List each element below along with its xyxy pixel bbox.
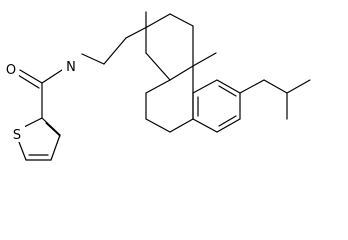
aromatic-ring <box>192 79 241 133</box>
amide-group <box>17 37 127 119</box>
bond-c3-c4 <box>169 13 194 27</box>
bond-carbonyl-oxygen-a <box>19 69 43 84</box>
isopropyl-group <box>239 79 311 120</box>
bond-aromatic-1 <box>192 118 218 133</box>
nitrogen-label-bg <box>62 58 80 74</box>
bond-c2-c3 <box>146 13 171 28</box>
bond-c4a-c8a <box>169 65 194 81</box>
bond-isopropyl-methyl-a <box>286 79 311 94</box>
bond-aromatic-2 <box>216 118 241 133</box>
bond-methylene-c1 <box>103 37 127 65</box>
thiophene-ring <box>18 117 61 161</box>
bond-c8a-c9 <box>145 79 171 94</box>
bond-thiophene-c5-s <box>18 141 27 161</box>
chemical-structure: N O S <box>3 11 311 161</box>
sulfur-label-bg <box>9 126 25 142</box>
bond-aromatic-isopropyl <box>239 79 265 94</box>
bond-aromatic-4 <box>216 79 241 94</box>
oxygen-label-bg <box>3 61 19 77</box>
ring-b <box>145 65 194 133</box>
atom-labels: N O S <box>3 58 80 143</box>
bond-aromatic-5 <box>192 79 218 94</box>
bond-thiophene-c2-c3-inner <box>45 122 61 137</box>
bond-thiophene-s-c2 <box>21 117 43 129</box>
bond-aromatic-4-inner <box>218 85 237 97</box>
ring-a <box>125 13 194 81</box>
bond-carbonyl-oxygen-b <box>17 74 40 89</box>
bond-c1-c2 <box>125 26 148 39</box>
bond-isopropyl-ch <box>263 79 288 94</box>
bond-c8a-c1 <box>145 52 171 81</box>
bond-nitrogen-methylene <box>81 53 105 65</box>
nitrogen-label: N <box>66 60 76 75</box>
sulfur-label: S <box>13 128 21 143</box>
bond-c10a-c4b <box>169 118 194 133</box>
methyl-groups <box>145 11 217 67</box>
bond-thiophene-c2-c3 <box>41 117 61 136</box>
oxygen-label: O <box>6 63 16 78</box>
bond-carbonyl-nitrogen <box>41 69 63 84</box>
bond-c4a-methyl <box>192 52 217 67</box>
bond-aromatic-2-inner <box>218 115 237 127</box>
bond-c10-c10a <box>145 118 171 133</box>
bond-thiophene-c3-c4 <box>50 134 61 161</box>
